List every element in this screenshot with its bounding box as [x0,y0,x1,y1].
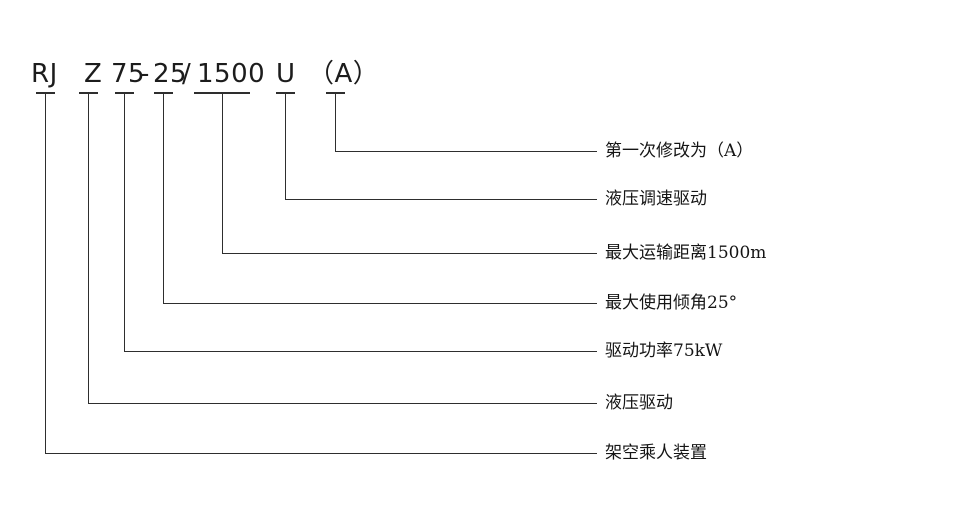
leader-vertical-z [88,92,89,403]
leader-horizontal-revision [335,151,597,152]
meaning-label-revision: 第一次修改为（A） [605,141,754,161]
leader-vertical-75 [124,92,125,351]
meaning-label-u: 液压调速驱动 [605,189,707,209]
code-separator-dash: - [140,59,150,89]
leader-vertical-25 [163,92,164,303]
meaning-label-z: 液压驱动 [605,393,673,413]
leader-horizontal-1500 [222,253,597,254]
code-segment-25: 25 [153,59,188,89]
leader-horizontal-25 [163,303,597,304]
meaning-label-1500: 最大运输距离1500m [605,243,767,263]
code-segment-1500: 1500 [197,59,266,89]
leader-horizontal-rj [45,453,597,454]
leader-horizontal-75 [124,351,597,352]
code-segment-revision: （A） [308,59,380,89]
meaning-label-25: 最大使用倾角25° [605,293,738,313]
code-segment-75: 75 [111,59,146,89]
code-segment-z: Z [84,59,103,89]
leader-vertical-1500 [222,92,223,253]
code-segment-u: U [276,59,296,89]
meaning-label-75: 驱动功率75kW [605,341,723,361]
code-separator-slash: / [182,59,192,89]
leader-vertical-rj [45,92,46,453]
meaning-label-rj: 架空乘人装置 [605,443,707,463]
code-segment-rj: RJ [31,59,58,89]
leader-horizontal-u [285,199,597,200]
leader-vertical-u [285,92,286,199]
leader-horizontal-z [88,403,597,404]
leader-vertical-revision [335,92,336,151]
